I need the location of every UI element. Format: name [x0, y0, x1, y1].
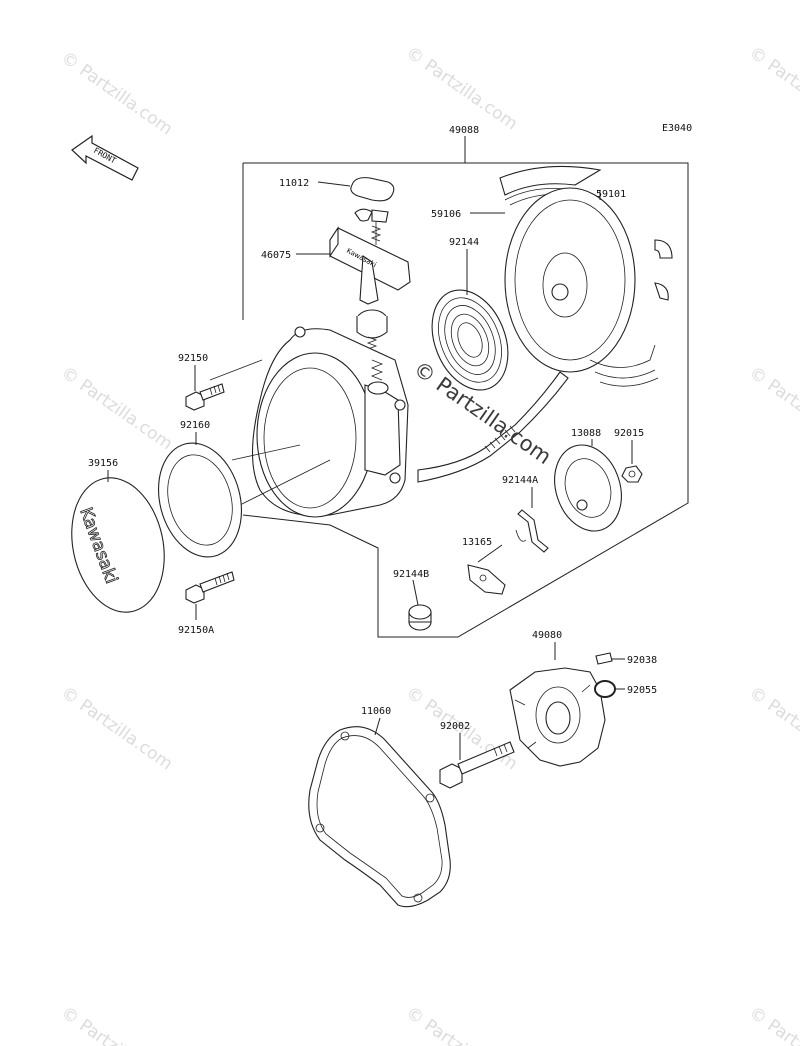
part-label-39156[interactable]: 39156 — [88, 458, 118, 469]
part-label-13088[interactable]: 13088 — [571, 428, 601, 439]
part-label-92150[interactable]: 92150 — [178, 353, 208, 364]
watermark: © Partzilla.com — [745, 43, 800, 135]
watermark: © Partzilla.com — [745, 683, 800, 775]
watermark: © Partzilla.com — [57, 683, 176, 775]
key-92038[interactable] — [595, 652, 625, 665]
part-label-46075[interactable]: 46075 — [261, 250, 291, 261]
part-label-92160[interactable]: 92160 — [180, 420, 210, 431]
part-labels: 49088 11012 59101 59106 46075 92144 9215… — [88, 125, 657, 732]
bolt-92150A[interactable] — [185, 571, 235, 620]
handle-46075[interactable]: Kawasaki — [296, 208, 411, 350]
nut-92015[interactable] — [621, 440, 643, 483]
pulley-13088[interactable] — [544, 436, 632, 539]
part-label-59106[interactable]: 59106 — [431, 209, 461, 220]
watermark: © Partzilla.com — [745, 1003, 800, 1046]
part-label-13165[interactable]: 13165 — [462, 537, 492, 548]
part-label-49088[interactable]: 49088 — [449, 125, 479, 136]
watermark: © Partzilla.com — [57, 1003, 176, 1046]
diagram-code: E3040 — [662, 123, 692, 134]
part-label-92150A[interactable]: 92150A — [178, 625, 214, 636]
o-ring-92055[interactable] — [594, 680, 625, 698]
part-label-59101[interactable]: 59101 — [596, 189, 626, 200]
assembly-outline — [242, 162, 689, 638]
watermark: © Partzilla.com — [745, 363, 800, 455]
part-label-92015[interactable]: 92015 — [614, 428, 644, 439]
part-label-92055[interactable]: 92055 — [627, 685, 657, 696]
part-label-92002[interactable]: 92002 — [440, 721, 470, 732]
part-label-92144A[interactable]: 92144A — [502, 475, 538, 486]
bolt-92150[interactable] — [185, 365, 225, 411]
part-label-49080[interactable]: 49080 — [532, 630, 562, 641]
starter-housing[interactable] — [199, 326, 409, 526]
cover-39156[interactable]: Kawasaki — [60, 469, 176, 621]
cap-11012[interactable] — [317, 177, 395, 202]
watermark: © Partzilla.com — [402, 43, 521, 135]
part-label-92144[interactable]: 92144 — [449, 237, 479, 248]
gasket-11060[interactable] — [308, 717, 451, 908]
spring-92144B[interactable] — [408, 579, 432, 631]
gasket-92160[interactable] — [146, 432, 253, 566]
watermark: © Partzilla.com — [57, 48, 176, 140]
watermark: © Partzilla.com — [57, 363, 176, 455]
starter-rope[interactable] — [417, 371, 569, 483]
ratchet-13165[interactable] — [467, 544, 506, 595]
front-arrow-icon: FRONT — [71, 134, 139, 181]
spring-clip-92144A[interactable] — [515, 487, 549, 553]
reel-59101[interactable] — [499, 165, 673, 387]
watermark: © Partzilla.com — [402, 1003, 521, 1046]
drum-49080[interactable] — [509, 642, 606, 767]
part-label-11060[interactable]: 11060 — [361, 706, 391, 717]
part-label-11012[interactable]: 11012 — [279, 178, 309, 189]
part-label-92144B[interactable]: 92144B — [393, 569, 429, 580]
part-label-92038[interactable]: 92038 — [627, 655, 657, 666]
bolt-92002[interactable] — [439, 733, 515, 789]
spiral-spring-92144[interactable] — [418, 249, 522, 401]
